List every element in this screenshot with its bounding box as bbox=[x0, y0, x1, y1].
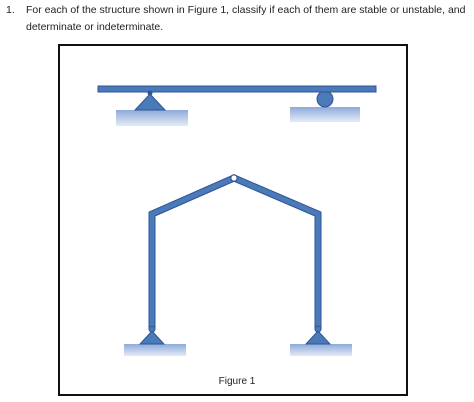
frame-right-pin-support bbox=[304, 330, 332, 345]
beam-left-pin bbox=[147, 90, 153, 96]
frame-left-ground-block bbox=[124, 344, 186, 356]
frame-apex-hinge bbox=[230, 174, 238, 182]
right-ground-block bbox=[290, 107, 360, 122]
figure-caption: Figure 1 bbox=[218, 376, 256, 387]
beam-member bbox=[97, 85, 377, 93]
frame-members bbox=[149, 175, 321, 329]
frame-left-pin-support bbox=[138, 330, 166, 345]
question-text: For each of the structure shown in Figur… bbox=[26, 4, 466, 33]
left-pin-support bbox=[133, 93, 167, 111]
frame-right-ground-block bbox=[290, 344, 352, 356]
question-number: 1. bbox=[6, 4, 15, 16]
frame-right-base-pin bbox=[314, 325, 322, 333]
left-ground-block bbox=[116, 110, 188, 126]
right-roller-support bbox=[316, 90, 334, 108]
beam-structure bbox=[97, 85, 377, 126]
frame-left-base-pin bbox=[148, 325, 156, 333]
gable-frame-structure bbox=[124, 174, 352, 356]
figure-frame bbox=[58, 44, 408, 396]
